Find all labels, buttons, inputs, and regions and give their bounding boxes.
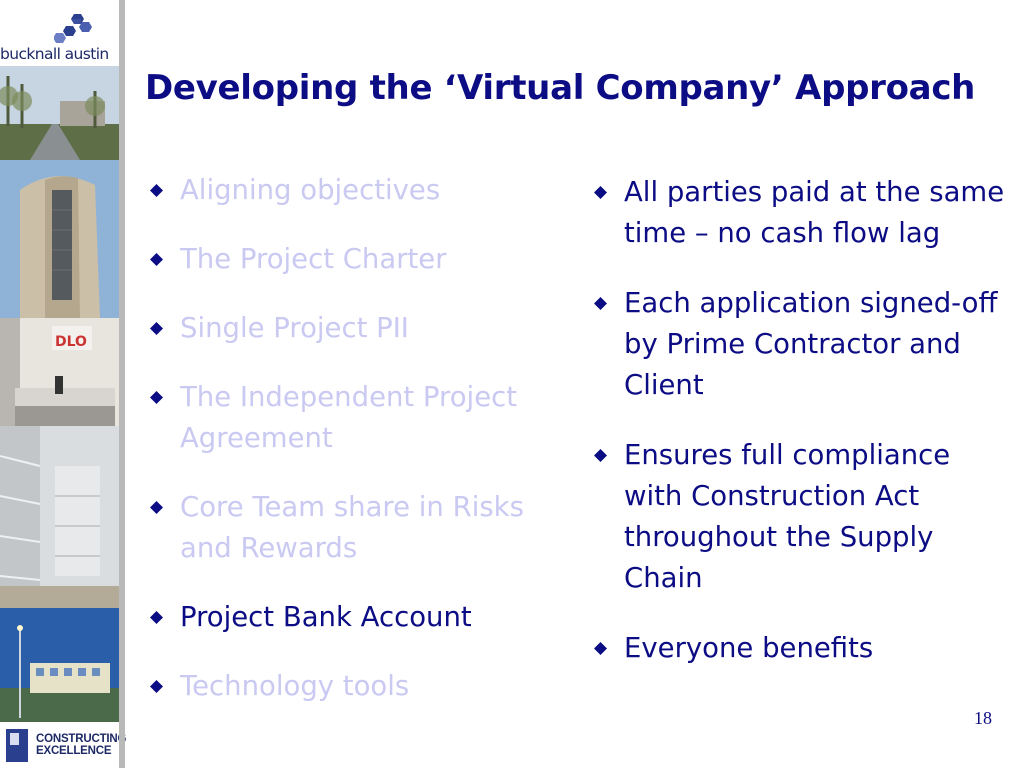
slide-title: Developing the ‘Virtual Company’ Approac… <box>145 68 976 108</box>
constructing-excellence-logo: CONSTRUCTING EXCELLENCE <box>0 722 126 768</box>
left-bullet-item: The Project Charter <box>146 239 526 280</box>
diamond-bullet-icon <box>594 186 607 199</box>
right-bullet-item-text: All parties paid at the same time – no c… <box>624 176 1005 249</box>
left-bullet-item-text: The Project Charter <box>180 243 447 275</box>
diamond-bullet-icon <box>150 680 163 693</box>
right-bullet-item: Ensures full compliance with Constructio… <box>590 435 1010 599</box>
diamond-bullet-icon <box>150 611 163 624</box>
right-bullet-list: All parties paid at the same time – no c… <box>590 172 1010 698</box>
right-bullet-item-text: Everyone benefits <box>624 632 874 664</box>
right-bullet-item-text: Each application signed-off by Prime Con… <box>624 287 998 401</box>
left-bullet-item: Project Bank Account <box>146 597 526 638</box>
right-bullet-item: All parties paid at the same time – no c… <box>590 172 1010 254</box>
diamond-bullet-icon <box>150 253 163 266</box>
sidebar-divider <box>119 0 125 768</box>
right-bullet-item: Everyone benefits <box>590 628 1010 669</box>
left-bullet-item-text: The Independent Project Agreement <box>180 381 518 454</box>
constructing-excellence-text: CONSTRUCTING EXCELLENCE <box>36 733 127 757</box>
diamond-bullet-icon <box>594 642 607 655</box>
left-bullet-item: Core Team share in Risks and Rewards <box>146 487 526 569</box>
diamond-bullet-icon <box>594 297 607 310</box>
left-bullet-item-text: Single Project PII <box>180 312 409 344</box>
left-bullet-item-text: Technology tools <box>180 670 410 702</box>
diamond-bullet-icon <box>594 449 607 462</box>
left-bullet-item-text: Aligning objectives <box>180 174 441 206</box>
left-bullet-item: Technology tools <box>146 666 526 707</box>
right-bullet-item: Each application signed-off by Prime Con… <box>590 283 1010 406</box>
diamond-bullet-icon <box>150 184 163 197</box>
left-bullet-item-text: Project Bank Account <box>180 601 472 633</box>
left-bullet-item: Single Project PII <box>146 308 526 349</box>
diamond-bullet-icon <box>150 501 163 514</box>
svg-text:DLO: DLO <box>55 334 87 350</box>
photo-reception: DLO <box>0 318 119 426</box>
diamond-bullet-icon <box>150 322 163 335</box>
diamond-bullet-icon <box>150 391 163 404</box>
company-logo-icon <box>54 14 92 43</box>
sidebar-photo-strip: bucknall austin <box>0 0 126 768</box>
left-bullet-item: The Independent Project Agreement <box>146 377 526 459</box>
page-number: 18 <box>974 708 992 728</box>
photo-office-campus <box>0 66 119 160</box>
left-bullet-item: Aligning objectives <box>146 170 526 211</box>
brand-name: bucknall austin <box>0 45 109 63</box>
photo-tower-building <box>0 160 119 318</box>
constructing-excellence-mark-icon <box>6 729 28 762</box>
photo-atrium <box>0 426 119 608</box>
photo-night-building <box>0 608 119 722</box>
right-bullet-item-text: Ensures full compliance with Constructio… <box>624 439 951 594</box>
left-bullet-item-text: Core Team share in Risks and Rewards <box>180 491 524 564</box>
